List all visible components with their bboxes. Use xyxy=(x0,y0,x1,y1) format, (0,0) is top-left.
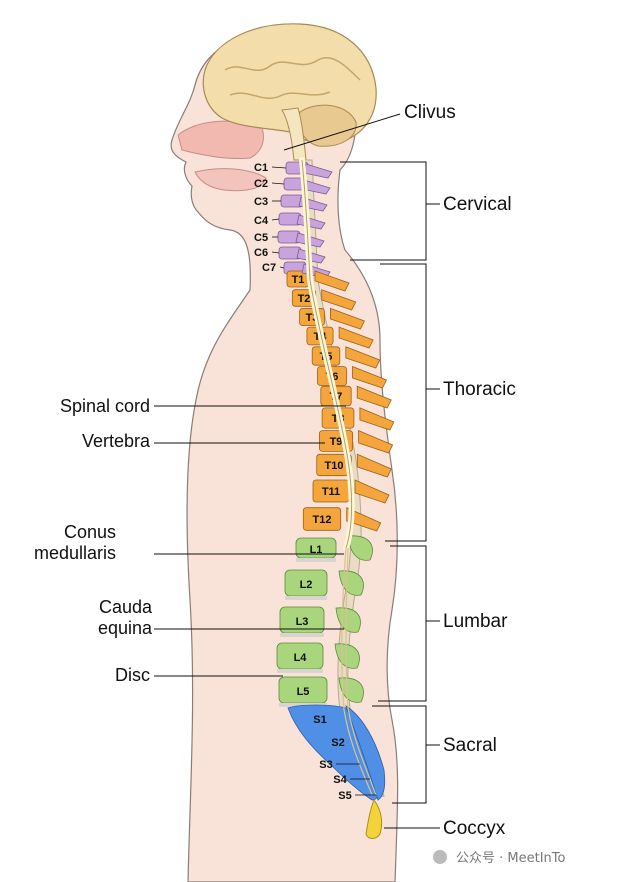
spinous-process-t1 xyxy=(314,270,350,292)
spinous-process-t2 xyxy=(321,289,357,311)
label-c3: C3 xyxy=(254,196,268,208)
spinous-process-t7 xyxy=(356,385,392,409)
bracket-lumbar xyxy=(378,545,427,702)
nasal-cavity xyxy=(177,120,264,159)
label-s2: S2 xyxy=(331,737,344,749)
leader-c7 xyxy=(279,266,285,269)
label-t9: T9 xyxy=(330,436,343,448)
label-s4: S4 xyxy=(333,774,347,786)
label-cauda-equina-2: equina xyxy=(98,618,153,638)
label-lumbar: Lumbar xyxy=(443,611,508,632)
label-sacral: Sacral xyxy=(443,735,497,756)
leader-clivus xyxy=(283,113,401,151)
spinous-process-t9 xyxy=(358,429,394,454)
spinous-process-t3 xyxy=(330,307,365,330)
label-conus-medullaris-2: medullaris xyxy=(34,543,116,563)
disc-l5 xyxy=(279,703,327,707)
label-l5: L5 xyxy=(297,686,310,698)
spinous-process-l2 xyxy=(338,570,364,596)
leader-c4 xyxy=(271,218,280,221)
coccyx-bone xyxy=(365,798,383,839)
disc-l3 xyxy=(280,633,324,637)
spinous-process-t8 xyxy=(359,407,395,431)
leader-c6 xyxy=(271,251,280,254)
spinous-process-l1 xyxy=(347,535,373,561)
label-t12: T12 xyxy=(313,514,332,526)
label-c4: C4 xyxy=(254,215,269,227)
label-l4: L4 xyxy=(294,652,308,664)
bracket-cervical xyxy=(340,161,427,261)
bracket-thoracic xyxy=(380,263,427,542)
label-clivus: Clivus xyxy=(404,102,456,123)
disc-l1 xyxy=(296,558,336,562)
label-cervical: Cervical xyxy=(443,194,512,215)
label-vertebra: Vertebra xyxy=(82,431,151,451)
label-coccyx: Coccyx xyxy=(443,818,506,839)
spinal-cord-outline xyxy=(301,159,353,549)
label-cauda-equina-1: Cauda xyxy=(99,597,153,617)
label-conus-medullaris-1: Conus xyxy=(64,522,116,542)
label-l2: L2 xyxy=(300,579,313,591)
label-disc: Disc xyxy=(115,665,150,685)
label-l1: L1 xyxy=(310,544,323,556)
label-c1: C1 xyxy=(254,162,268,174)
label-c5: C5 xyxy=(254,232,268,244)
spinous-process-t5 xyxy=(345,346,381,369)
wechat-icon xyxy=(433,850,447,864)
label-s5: S5 xyxy=(338,790,351,802)
watermark-text: 公众号 · MeetInTo xyxy=(456,851,566,866)
spinous-process-l4 xyxy=(334,643,360,669)
label-t1: T1 xyxy=(292,274,305,286)
spinous-process-t6 xyxy=(352,365,388,389)
label-spinal-cord: Spinal cord xyxy=(60,396,150,416)
label-thoracic: Thoracic xyxy=(443,379,516,400)
spinous-process-t10 xyxy=(356,453,392,478)
label-s1: S1 xyxy=(313,714,326,726)
disc-l2 xyxy=(285,596,327,600)
leader-c1 xyxy=(271,166,287,169)
label-t10: T10 xyxy=(325,460,344,472)
label-s3: S3 xyxy=(319,759,332,771)
label-t11: T11 xyxy=(322,486,340,498)
label-c2: C2 xyxy=(254,178,268,190)
sacral-crest xyxy=(345,705,386,801)
vertebra-t12 xyxy=(302,507,342,531)
spinous-process-t11 xyxy=(354,479,390,504)
cerebellum xyxy=(298,104,357,147)
spinous-process-t4 xyxy=(338,326,374,349)
cauda-equina xyxy=(341,547,377,796)
spinous-process-t12 xyxy=(346,507,382,532)
label-l3: L3 xyxy=(296,616,309,628)
leader-c2 xyxy=(271,182,285,185)
bracket-sacral xyxy=(372,705,427,804)
label-t2: T2 xyxy=(298,293,311,305)
brain-folds xyxy=(224,57,361,99)
disc-l4 xyxy=(277,669,323,673)
label-c6: C6 xyxy=(254,247,268,259)
oral-cavity xyxy=(194,168,267,192)
label-c7: C7 xyxy=(262,262,276,274)
